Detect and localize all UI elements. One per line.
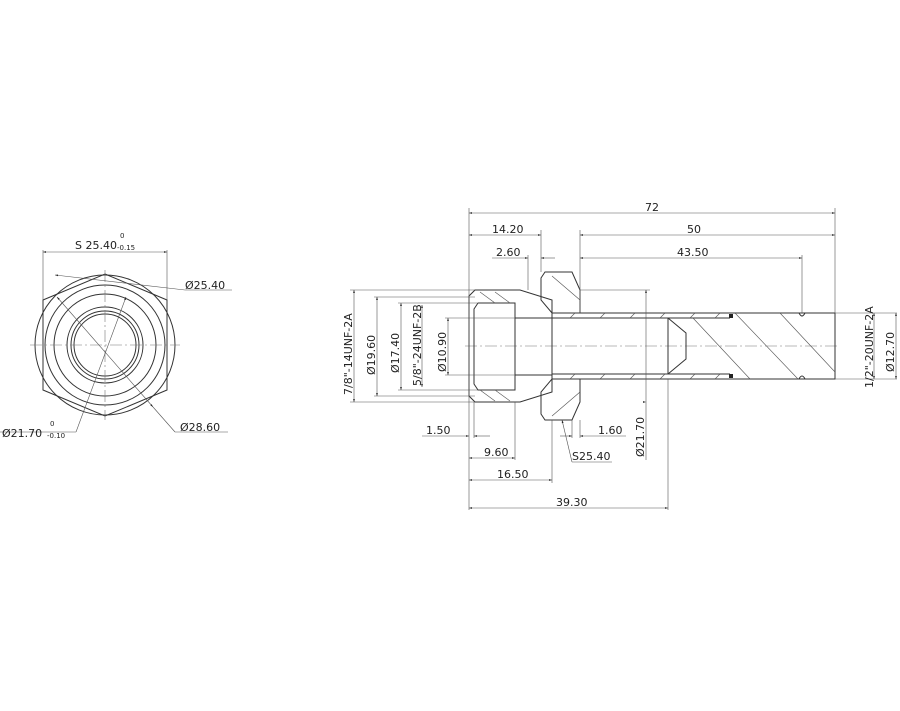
dia-21-70-lower-tol: -0.10: [47, 432, 65, 440]
hex-flange: [540, 271, 581, 314]
front-view: S 25.40 0 -0.15 Ø25.40 Ø21.70 0 -0.10 Ø2…: [0, 232, 232, 440]
dia-19-60-label: Ø19.60: [365, 335, 378, 375]
hex-s-label: S25.40: [572, 450, 610, 463]
side-view: 72 14.20 50 2.60 43.50 1.50 1.60 9.60 16…: [342, 201, 897, 510]
shank: [551, 312, 836, 380]
hex-width-label: S 25.40: [75, 239, 117, 252]
len-43-50-label: 43.50: [677, 246, 709, 259]
dia-21-70-label: Ø21.70: [2, 427, 42, 440]
hex-width-lower-tol: -0.15: [117, 244, 135, 252]
len-16-50-label: 16.50: [497, 468, 529, 481]
len-9-60-label: 9.60: [484, 446, 509, 459]
len-50-label: 50: [687, 223, 701, 236]
dia-10-90-label: Ø10.90: [436, 332, 449, 372]
overall-length-label: 72: [645, 201, 659, 214]
thread-inner-label: 5/8"-24UNF-2B: [411, 304, 424, 386]
dia-21-70-upper-tol: 0: [50, 420, 54, 428]
dia-12-70-label: Ø12.70: [884, 332, 897, 372]
dia-28-60-label: Ø28.60: [180, 421, 220, 434]
dia-25-40-label: Ø25.40: [185, 279, 225, 292]
thread-outer-label: 7/8"-14UNF-2A: [342, 313, 355, 395]
dia-21-70-label: Ø21.70: [634, 417, 647, 457]
len-14-20-label: 14.20: [492, 223, 524, 236]
hex-width-upper-tol: 0: [120, 232, 124, 240]
dia-17-40-label: Ø17.40: [389, 333, 402, 373]
len-1-60-label: 1.60: [598, 424, 623, 437]
len-2-60-label: 2.60: [496, 246, 521, 259]
len-39-30-label: 39.30: [556, 496, 588, 509]
thread-tip-label: 1/2"-20UNF-2A: [863, 306, 876, 388]
len-1-50-label: 1.50: [426, 424, 451, 437]
